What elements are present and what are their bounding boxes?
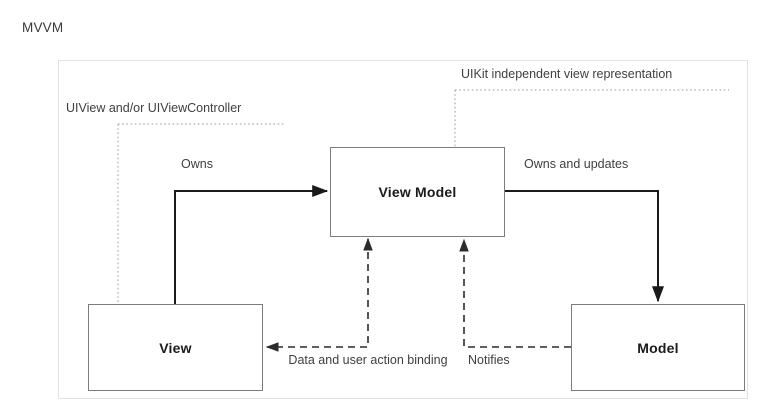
node-view[interactable]: View — [88, 304, 263, 391]
node-model[interactable]: Model — [571, 304, 745, 391]
callout-label-uikit: UIKit independent view representation — [461, 67, 673, 81]
node-view-model-label: View Model — [378, 184, 457, 200]
node-model-label: Model — [637, 339, 679, 356]
edge-label-data-binding: Data and user action binding — [288, 353, 448, 367]
edge-label-owns: Owns — [181, 157, 213, 171]
edge-label-notifies: Notifies — [468, 353, 510, 367]
page-title: MVVM — [22, 20, 64, 35]
edge-label-owns-and-updates: Owns and updates — [524, 157, 629, 171]
node-view-model[interactable]: View Model — [330, 147, 505, 237]
node-view-label: View — [159, 339, 192, 356]
callout-label-uiview: UIView and/or UIViewController — [66, 101, 242, 115]
